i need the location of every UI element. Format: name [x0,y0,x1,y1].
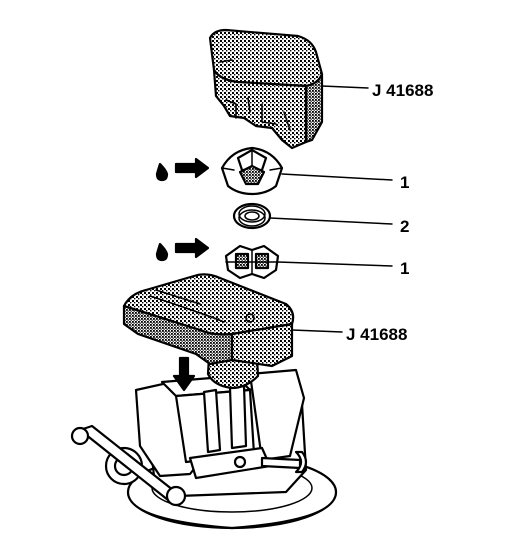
oil-drop-icon [155,242,169,262]
spring-coil [232,202,272,230]
upper-lubricate-indicator [155,157,210,182]
arrow-right-icon [174,237,210,259]
callout-label-lower-tool: J 41688 [346,325,407,344]
callout-label-upper-bearing: 1 [400,173,409,192]
press-direction-indicator [172,356,196,392]
callout-lower-tool: J 41688 [291,325,407,344]
callout-label-upper-tool: J 41688 [372,81,433,100]
callout-spring: 2 [269,217,409,236]
callout-upper-tool: J 41688 [321,81,433,100]
oil-drop-icon [155,162,169,182]
bench-vise [70,368,338,530]
arrow-right-icon [174,157,210,179]
arrow-down-icon [172,356,196,392]
upper-bearing-cap [220,146,284,196]
upper-tool-j41688 [208,28,324,150]
lower-lubricate-indicator [155,237,210,262]
callout-upper-bearing: 1 [281,173,409,192]
lower-tool-j41688 [122,273,295,390]
callout-label-lower-bearing: 1 [400,259,409,278]
callout-label-spring: 2 [400,217,409,236]
lower-bearing-cage [224,244,280,280]
callout-lower-bearing: 1 [277,259,409,278]
